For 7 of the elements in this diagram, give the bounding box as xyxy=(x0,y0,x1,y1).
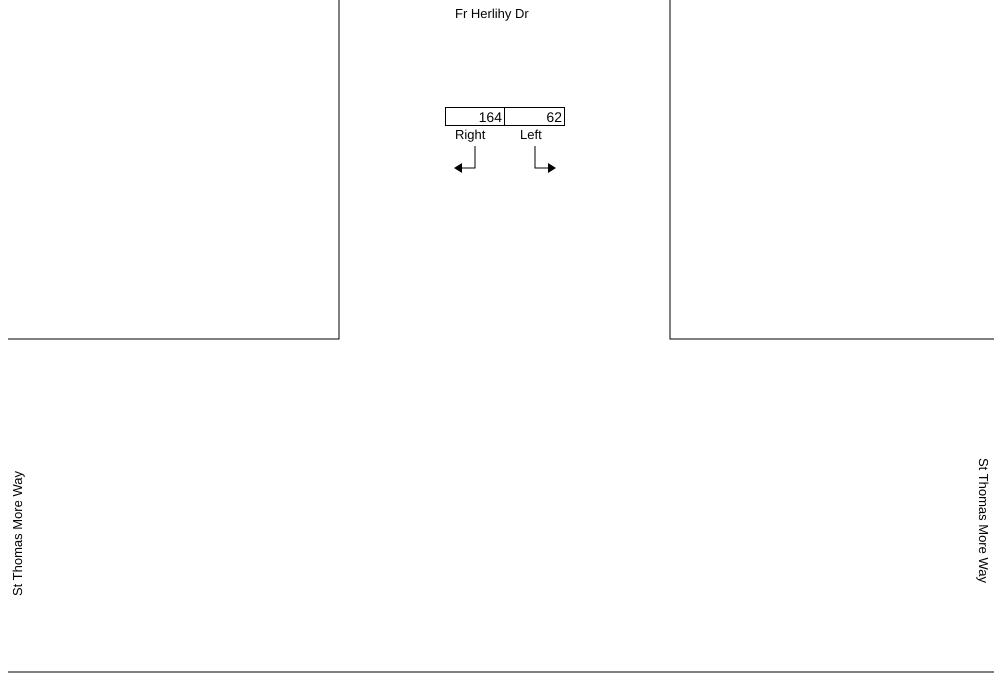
movement-label: Right xyxy=(455,128,486,141)
count-cell: 164 xyxy=(445,107,505,126)
street-name: St Thomas More Way xyxy=(976,458,990,582)
count-cell: 62 xyxy=(505,107,565,126)
movement-label: Left xyxy=(520,128,542,141)
street-name: St Thomas More Way xyxy=(10,470,24,596)
street-name: Fr Herlihy Dr xyxy=(455,7,529,20)
